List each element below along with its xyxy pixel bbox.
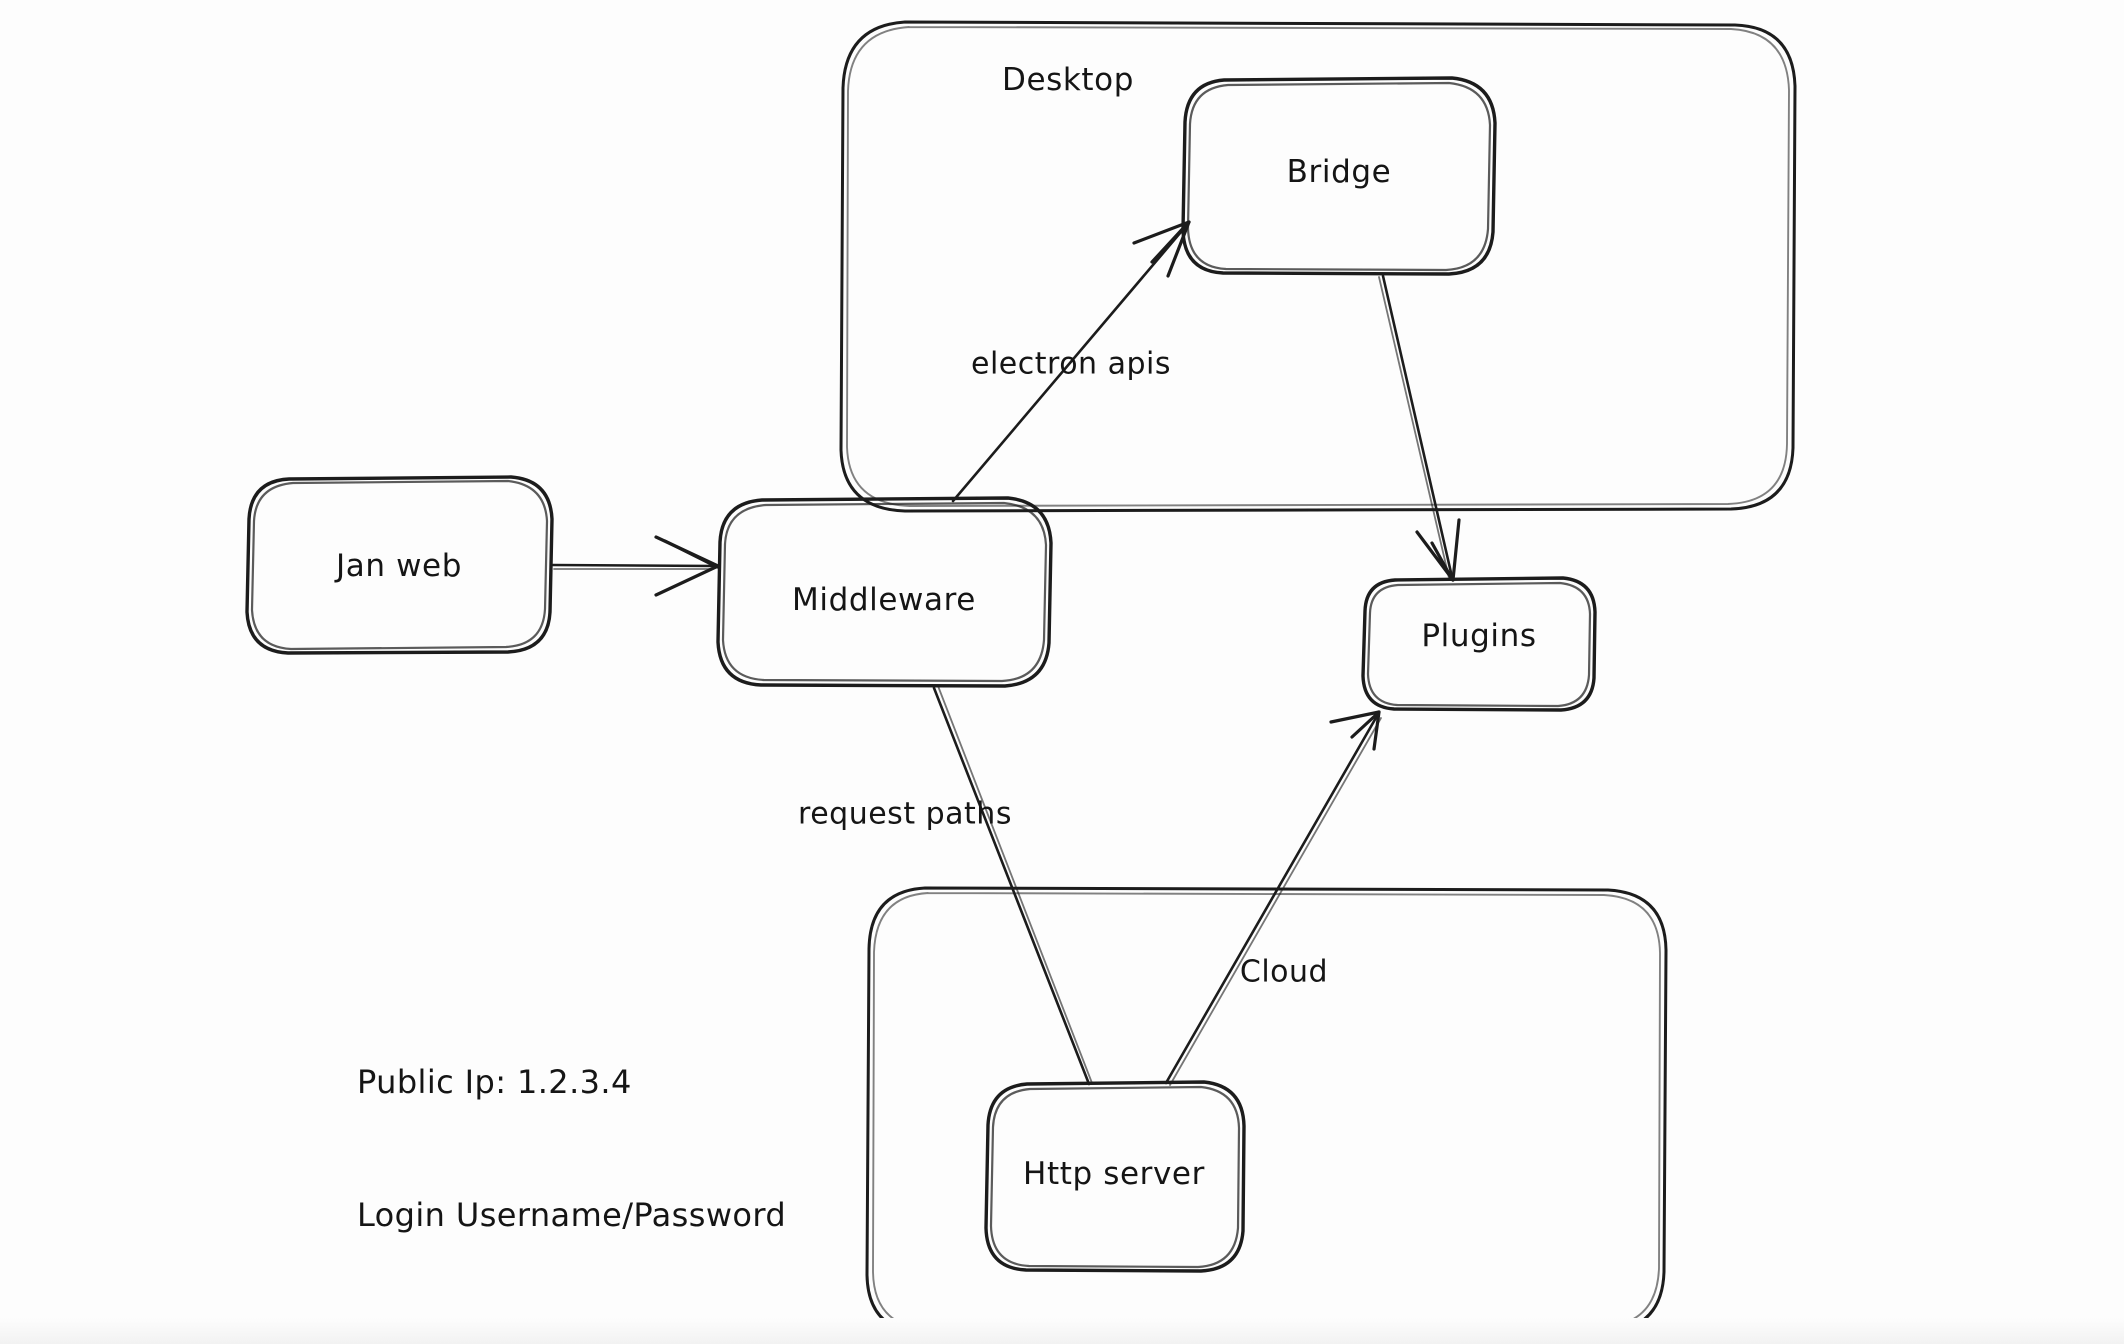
edge-label-cloud: Cloud [1239,954,1329,990]
node-label-http-server[interactable]: Http server [1023,1156,1205,1192]
group-label-desktop: Desktop [1001,62,1135,98]
node-label-jan-web[interactable]: Jan web [336,548,462,584]
node-jan-web-outline [245,475,554,655]
node-middleware-outline [716,496,1053,688]
note-line-public-ip: Public Ip: 1.2.3.4 [357,1063,632,1102]
edge-bridge-to-plugins [1378,274,1461,582]
node-http-server-outline [984,1080,1246,1273]
note-line-login-credentials: Login Username/Password [357,1195,787,1234]
edge-label-electron-apis: electron apis [971,346,1171,382]
group-cloud-outline [865,886,1668,1336]
group-desktop-outline [839,20,1797,513]
node-bridge-outline [1181,76,1497,276]
edge-middleware-to-bridge [951,220,1191,503]
node-label-middleware[interactable]: Middleware [792,582,976,618]
edge-http-server-to-plugins [1164,710,1382,1086]
edge-middleware-to-http-server [932,685,1093,1086]
connection-note: Public Ip: 1.2.3.4 Login Username/Passwo… [357,972,786,1325]
node-plugins-outline [1361,576,1597,712]
edge-label-request-paths: request paths [798,796,1012,832]
node-label-bridge[interactable]: Bridge [1286,154,1392,190]
node-label-plugins[interactable]: Plugins [1421,618,1537,654]
edge-janweb-to-middleware [551,535,720,597]
